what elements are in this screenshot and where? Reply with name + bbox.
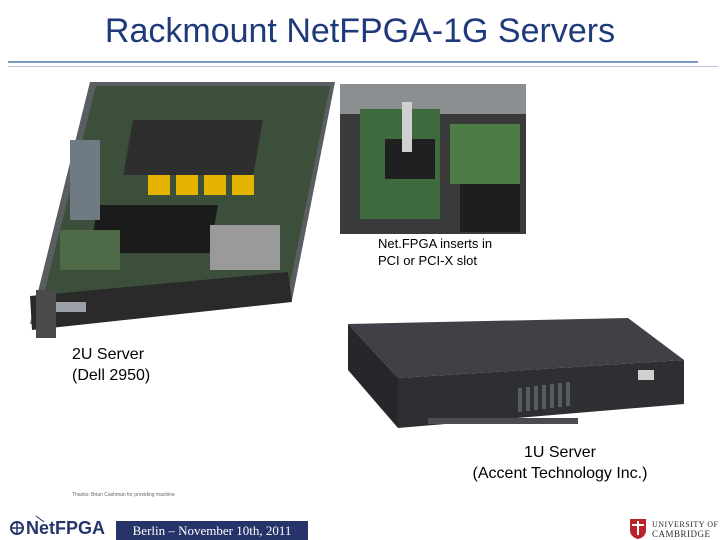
- 2u-caption-line-2: (Dell 2950): [72, 367, 151, 384]
- thanks-note: Thanks: Brian Cashman for providing mach…: [72, 492, 175, 498]
- insert-caption-line-1: Net.FPGA inserts in: [378, 236, 493, 251]
- 2u-caption: 2U Server (Dell 2950): [72, 344, 150, 386]
- title-rule-thin: [8, 66, 718, 67]
- slide-title: Rackmount NetFPGA-1G Servers: [104, 12, 616, 50]
- accent-1u-photo: [348, 318, 684, 428]
- netfpga-logo: NetFPGA: [10, 515, 105, 538]
- 2u-caption-line-1: 2U Server: [72, 346, 145, 363]
- event-banner: Berlin – November 10th, 2011: [116, 521, 308, 540]
- cambridge-logo-line-2: CAMBRIDGE: [652, 529, 711, 539]
- cambridge-crest-icon: [630, 519, 646, 539]
- title-rule: [8, 61, 698, 63]
- dell-2950-photo: [30, 82, 335, 338]
- pci-slot-photo: [340, 84, 526, 234]
- cambridge-logo: UNIVERSITY OF CAMBRIDGE: [628, 518, 720, 540]
- netfpga-logo-text: NetFPGA: [26, 518, 105, 538]
- 1u-caption-line-2: (Accent Technology Inc.): [472, 465, 648, 482]
- insert-caption: Net.FPGA inserts in PCI or PCI-X slot: [378, 235, 492, 269]
- 1u-caption-line-1: 1U Server: [523, 444, 597, 461]
- insert-caption-line-2: PCI or PCI-X slot: [378, 253, 477, 268]
- cambridge-logo-line-1: UNIVERSITY OF: [652, 520, 719, 529]
- 1u-caption: 1U Server (Accent Technology Inc.): [450, 442, 670, 484]
